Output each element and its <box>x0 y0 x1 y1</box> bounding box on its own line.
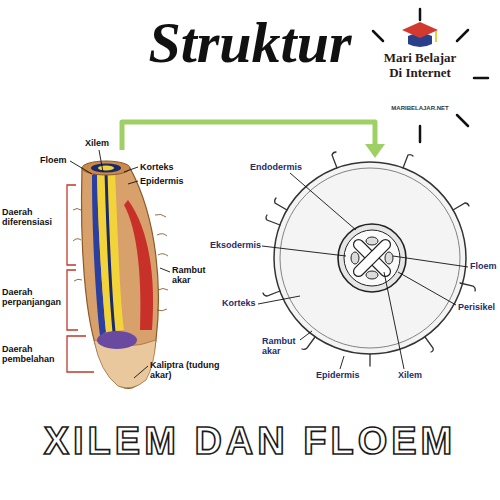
region-label: Daerah perpanjangan <box>2 287 64 307</box>
caption: XILEM DAN FLOEM <box>0 418 500 464</box>
part-label: Rambut akar <box>172 265 212 285</box>
green-arrow <box>122 122 385 158</box>
part-label: Floem <box>40 155 70 165</box>
region-label: Daerah diferensiasi <box>2 207 64 227</box>
region-label: Daerah pembelahan <box>2 344 64 364</box>
part-label: Korteks <box>222 298 258 308</box>
part-label: Xilem <box>85 138 115 148</box>
logo-text: Mari Belajar Di Internet <box>380 50 460 80</box>
part-label: Korteks <box>140 162 185 172</box>
root-longitudinal <box>73 161 168 388</box>
part-label: Floem <box>470 261 499 271</box>
part-label: Xilem <box>398 370 432 380</box>
part-label: Kaliptra (tudung akar) <box>150 360 220 380</box>
cap-icon <box>402 22 438 47</box>
region-brackets <box>67 185 94 372</box>
part-label: Epidermis <box>140 176 190 186</box>
part-label: Perisikel <box>458 302 498 312</box>
part-label: Rambut akar <box>262 336 300 356</box>
root-cross-section <box>263 152 475 366</box>
leader-lines-right <box>258 173 468 369</box>
part-label: Endodermis <box>250 162 304 172</box>
part-label: Epidermis <box>316 370 366 380</box>
logo-rays <box>373 9 488 142</box>
logo-url: MARIBELAJAR.NET <box>380 105 460 112</box>
title: Struktur <box>130 8 370 78</box>
part-label: Eksodermis <box>210 240 264 250</box>
